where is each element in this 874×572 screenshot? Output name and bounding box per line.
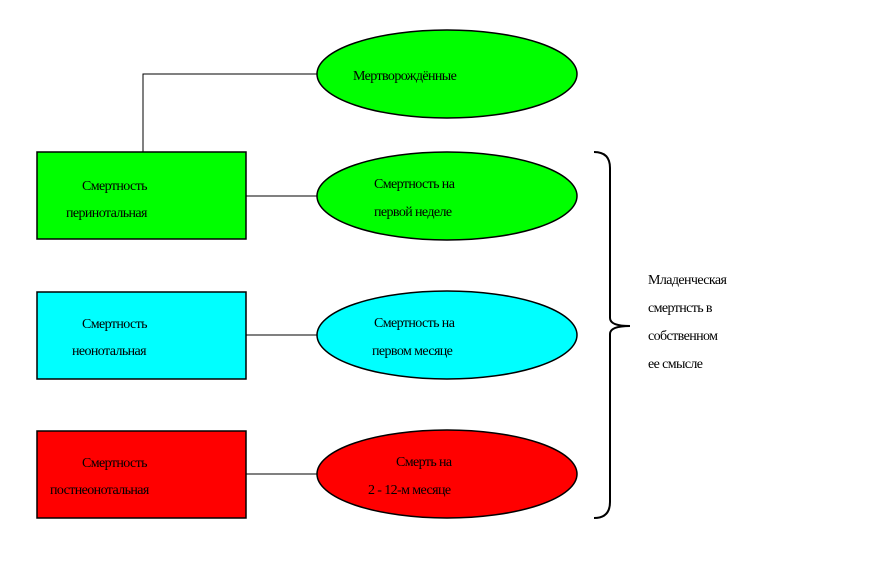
neonatal-box-line2: неонотальная xyxy=(72,344,147,359)
first-week-ellipse xyxy=(316,151,578,241)
right-curly-brace xyxy=(593,151,631,519)
row-postneonatal: Смертность постнеонотальная Смерть на 2 … xyxy=(36,429,578,519)
brace-label-line2: смертнсть в xyxy=(648,301,713,316)
postneonatal-box-line1: Смертность xyxy=(82,456,147,471)
perinatal-box-line2: перинотальная xyxy=(66,206,148,221)
first-month-line1: Смертность на xyxy=(374,316,456,331)
first-month-line2: первом месяце xyxy=(372,344,453,359)
postneonatal-box-line2: постнеонотальная xyxy=(50,483,150,498)
stillbirth-node: Мертворождённые xyxy=(316,29,578,119)
postneonatal-mortality-box xyxy=(36,430,247,519)
brace-label-line3: собственном xyxy=(648,329,718,344)
brace-label-line4: ее смысле xyxy=(648,357,703,372)
row-neonatal: Смертность неонотальная Смертность на пе… xyxy=(36,290,578,380)
perinatal-mortality-box xyxy=(36,151,247,240)
stillbirth-ellipse xyxy=(316,29,578,119)
neonatal-mortality-box xyxy=(36,291,247,380)
neonatal-box-line1: Смертность xyxy=(82,317,147,332)
infant-mortality-label: Младенческая смертнсть в собственном ее … xyxy=(648,273,728,372)
connector-perinatal-stillbirth xyxy=(142,73,318,152)
first-week-line2: первой неделе xyxy=(374,205,452,220)
stillbirth-label: Мертворождённые xyxy=(353,69,457,84)
first-month-ellipse xyxy=(316,290,578,380)
months-2-12-line1: Смерть на xyxy=(396,455,453,470)
months-2-12-line2: 2 - 12-м месяце xyxy=(368,483,451,498)
perinatal-box-line1: Смертность xyxy=(82,179,147,194)
first-week-line1: Смертность на xyxy=(374,177,456,192)
row-perinatal: Смертность перинотальная Смертность на п… xyxy=(36,151,578,241)
months-2-12-ellipse xyxy=(316,429,578,519)
brace-label-line1: Младенческая xyxy=(648,273,727,288)
